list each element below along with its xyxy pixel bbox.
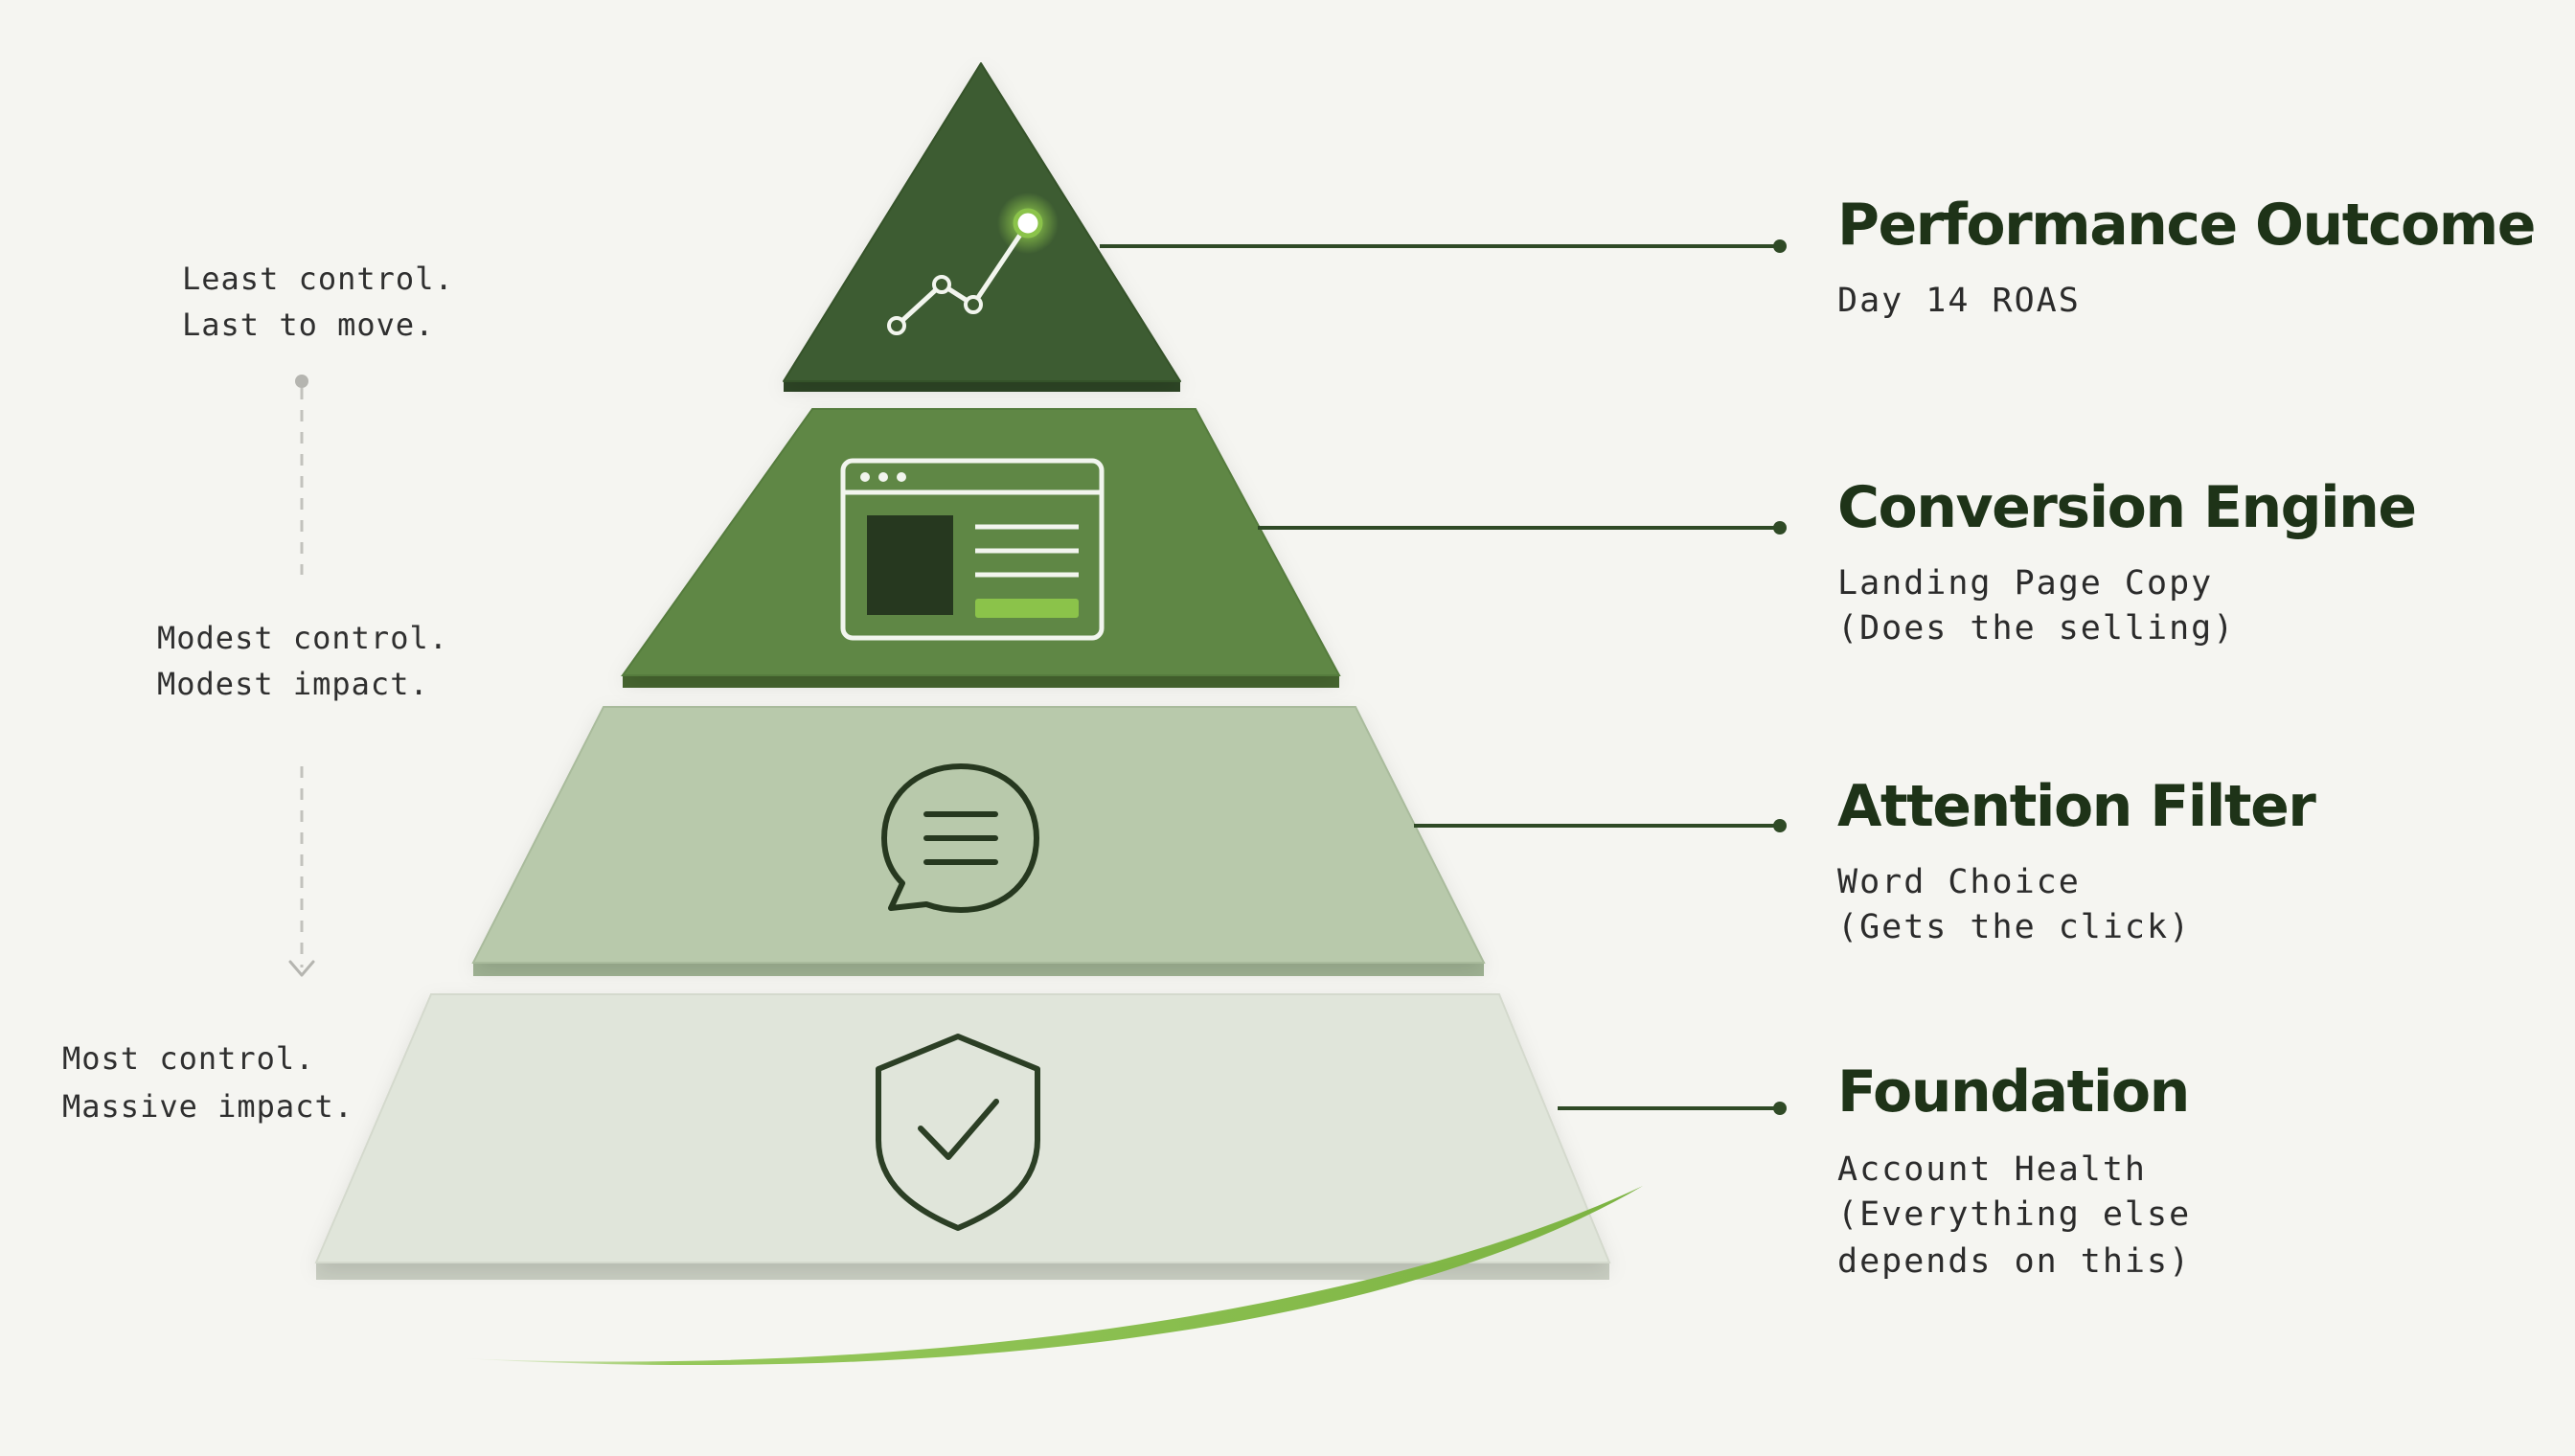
dotted-arrow-upper	[295, 375, 308, 575]
side-note-top: Least control. Last to move.	[182, 261, 473, 343]
tier-conversion-engine	[621, 408, 1341, 688]
label-sub-attention-line-1: Word Choice	[1837, 863, 2081, 901]
side-note-bottom-line-1: Most control.	[62, 1040, 314, 1077]
tier-performance-face	[783, 62, 1181, 382]
tier-conversion-face	[621, 408, 1341, 676]
label-sub-foundation: Account Health (Everything else depends …	[1837, 1150, 2213, 1281]
label-sub-performance: Day 14 ROAS	[1837, 282, 2081, 320]
side-note-top-line-2: Last to move.	[182, 307, 434, 343]
shield-check-icon	[876, 1034, 1040, 1231]
pyramid	[314, 62, 1611, 1280]
label-sub-foundation-line-2: (Everything else	[1837, 1195, 2191, 1234]
side-note-middle-line-2: Modest impact.	[157, 666, 429, 702]
side-note-top-line-1: Least control.	[182, 261, 454, 297]
dotted-arrow-lower	[288, 766, 315, 977]
label-performance-outcome: Performance Outcome Day 14 ROAS	[1837, 192, 2536, 320]
tier-performance-edge	[784, 381, 1180, 392]
side-notes: Least control. Last to move. Modest cont…	[62, 261, 473, 1125]
label-conversion-engine: Conversion Engine Landing Page Copy (Doe…	[1837, 474, 2417, 648]
side-note-middle-line-1: Modest control.	[157, 620, 448, 656]
label-sub-conversion-line-2: (Does the selling)	[1837, 609, 2235, 648]
label-attention-filter: Attention Filter Word Choice (Gets the c…	[1837, 773, 2318, 946]
tier-performance-outcome	[783, 62, 1181, 392]
tier-foundation-edge	[316, 1263, 1609, 1280]
label-title-foundation: Foundation	[1837, 1058, 2189, 1126]
line-chart-icon	[887, 193, 1059, 335]
speech-bubble-icon	[881, 763, 1039, 913]
tier-attention-edge	[473, 963, 1484, 976]
label-sub-foundation-line-1: Account Health	[1837, 1150, 2147, 1189]
label-sub-foundation-line-3: depends on this)	[1837, 1242, 2191, 1281]
side-note-middle: Modest control. Modest impact.	[157, 620, 467, 702]
tier-attention-filter	[471, 706, 1486, 976]
side-note-bottom-line-2: Massive impact.	[62, 1088, 353, 1125]
side-note-bottom: Most control. Massive impact.	[62, 1040, 353, 1125]
label-title-attention: Attention Filter	[1837, 773, 2316, 840]
label-sub-conversion-line-1: Landing Page Copy	[1837, 564, 2213, 603]
label-sub-performance-line-1: Day 14 ROAS	[1837, 282, 2081, 320]
swoosh-accent	[460, 1186, 1643, 1366]
tier-attention-face	[471, 706, 1486, 964]
label-foundation: Foundation Account Health (Everything el…	[1837, 1058, 2213, 1281]
label-title-performance: Performance Outcome	[1837, 192, 2535, 259]
tier-conversion-edge	[623, 675, 1339, 688]
browser-window-icon	[840, 458, 1105, 641]
label-sub-attention: Word Choice (Gets the click)	[1837, 863, 2191, 946]
label-sub-conversion: Landing Page Copy (Does the selling)	[1837, 564, 2235, 648]
label-title-conversion: Conversion Engine	[1837, 474, 2416, 541]
tier-foundation-face	[314, 993, 1611, 1263]
tier-labels: Performance Outcome Day 14 ROAS Conversi…	[1837, 192, 2536, 1281]
connectors	[1100, 239, 1787, 1115]
label-sub-attention-line-2: (Gets the click)	[1837, 908, 2191, 946]
tier-foundation	[314, 993, 1611, 1280]
